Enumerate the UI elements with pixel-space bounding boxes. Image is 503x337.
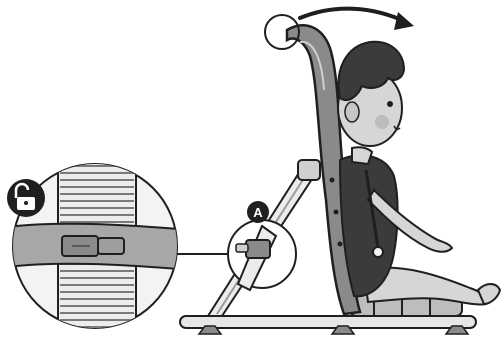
callout-marker-a: A <box>247 201 269 223</box>
child-figure <box>338 42 500 305</box>
chair-base <box>180 316 476 334</box>
recline-direction-arrow-icon <box>300 9 414 30</box>
callout-marker-label: A <box>253 205 263 220</box>
unlocked-padlock-icon <box>7 179 45 217</box>
recline-lock-highlight <box>228 220 296 290</box>
